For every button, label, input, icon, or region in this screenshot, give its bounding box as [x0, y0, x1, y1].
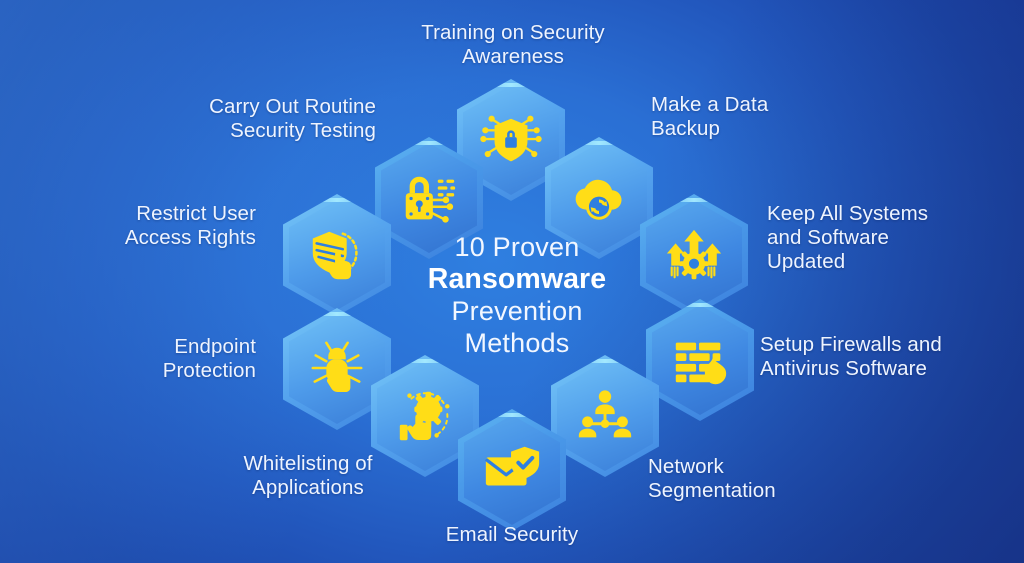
network-nodes-users-icon	[578, 390, 632, 438]
label-make-a-data-backup: Make a Data Backup	[651, 93, 769, 140]
envelope-shield-check-icon	[484, 446, 540, 486]
bug-lock-cursor-icon	[311, 341, 363, 393]
shield-hand-restrict-icon	[312, 231, 358, 280]
hexagon-restrict-user-access-rights[interactable]	[283, 194, 391, 316]
hexagon-highlight	[567, 359, 643, 363]
hexagon-keep-all-systems-updated[interactable]	[640, 194, 748, 316]
hexagon-highlight	[474, 413, 550, 417]
hexagon-highlight	[561, 141, 637, 145]
hexagon-network-segmentation[interactable]	[551, 355, 659, 477]
label-setup-firewalls-antivirus: Setup Firewalls and Antivirus Software	[760, 333, 942, 380]
hexagon-highlight	[662, 303, 738, 307]
arrows-up-gear-update-icon	[666, 229, 722, 280]
title-line-4: Methods	[464, 327, 570, 358]
hexagon-highlight	[387, 359, 463, 363]
hexagon-highlight	[656, 198, 732, 202]
shield-lock-circuit-icon	[480, 115, 542, 162]
cloud-sync-backup-icon	[575, 179, 622, 220]
title-line-2: Ransomware	[427, 263, 607, 296]
label-network-segmentation: Network Segmentation	[648, 455, 776, 502]
hexagon-endpoint-protection[interactable]	[283, 308, 391, 430]
title-line-3: Prevention	[451, 296, 583, 327]
label-whitelisting-of-applications: Whitelisting of Applications	[243, 452, 373, 499]
title-line-1: 10 Proven	[454, 232, 580, 262]
hexagon-whitelisting-of-applications[interactable]	[371, 355, 479, 477]
hexagon-email-security[interactable]	[458, 409, 566, 531]
hexagon-highlight	[299, 198, 375, 202]
hexagon-highlight	[299, 312, 375, 316]
label-email-security: Email Security	[445, 523, 579, 546]
label-endpoint-protection: Endpoint Protection	[162, 335, 256, 382]
hexagon-highlight	[473, 83, 549, 87]
hand-lightbulb-gear-icon	[399, 391, 450, 441]
hexagon-highlight	[391, 141, 467, 145]
label-training-on-security-awareness: Training on Security Awareness	[421, 21, 605, 68]
padlock-circuit-test-icon	[405, 176, 456, 223]
label-carry-out-routine-security-testing: Carry Out Routine Security Testing	[209, 95, 376, 142]
hexagon-setup-firewalls-antivirus[interactable]	[646, 299, 754, 421]
hexagon-training-on-security-awareness[interactable]	[457, 79, 565, 201]
label-keep-all-systems-updated: Keep All Systems and Software Updated	[767, 202, 929, 273]
firewall-brickwall-flame-icon	[675, 342, 727, 385]
page-title: 10 Proven Ransomware Prevention Methods	[392, 232, 642, 359]
label-restrict-user-access-rights: Restrict User Access Rights	[124, 202, 256, 249]
